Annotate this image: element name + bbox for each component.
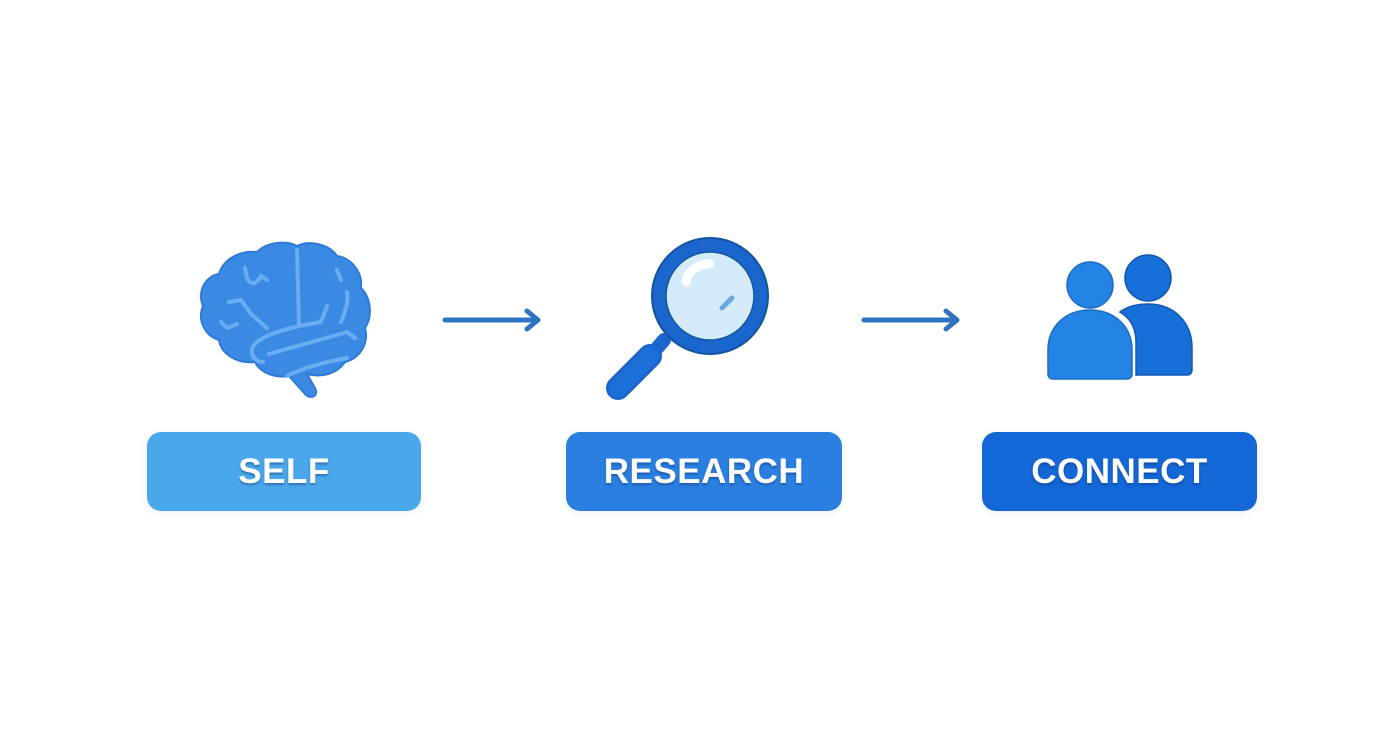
people-icon <box>1044 252 1196 382</box>
step-label-research[interactable]: RESEARCH <box>566 432 842 511</box>
step-label-self[interactable]: SELF <box>147 432 421 511</box>
arrow-right-icon <box>860 308 963 332</box>
step-label-text: RESEARCH <box>603 451 805 491</box>
brain-icon <box>197 238 373 400</box>
magnifying-glass-icon <box>606 232 774 404</box>
step-label-connect[interactable]: CONNECT <box>982 432 1257 511</box>
step-label-text: SELF <box>238 451 330 491</box>
step-label-text: CONNECT <box>1031 451 1208 491</box>
arrow-right-icon <box>441 308 544 332</box>
